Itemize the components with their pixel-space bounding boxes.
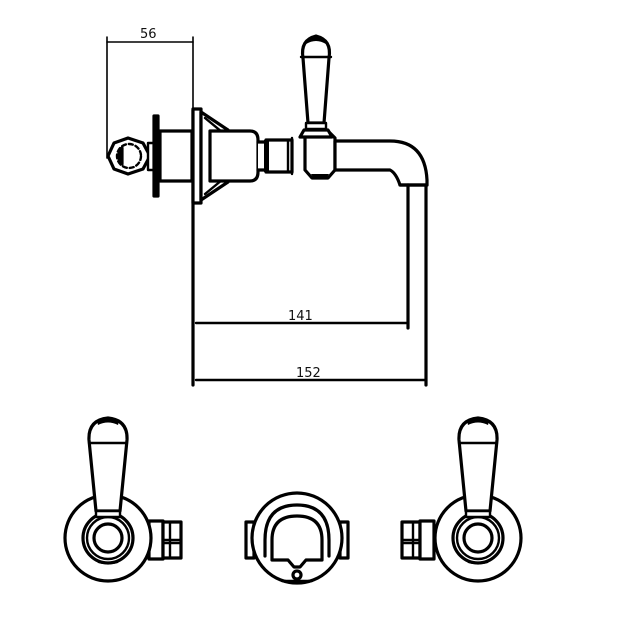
- side-elevation-view: [106, 34, 429, 387]
- front-spout-outlet-view: [244, 491, 350, 585]
- dimension-label-152: 152: [296, 366, 321, 381]
- dimension-141: [194, 183, 410, 330]
- dimension-56: [106, 36, 194, 159]
- front-right-valve-view: [400, 416, 523, 583]
- dimension-label-141: 141: [288, 309, 313, 324]
- front-left-valve-view: [63, 416, 183, 583]
- right-valve-side-fitting: [400, 519, 436, 561]
- lever-handle-top: [298, 34, 334, 139]
- dimension-label-56: 56: [140, 27, 157, 42]
- rear-hex-nut: [106, 136, 152, 176]
- spout-arm: [333, 139, 429, 187]
- dimension-152: [194, 183, 428, 387]
- left-valve-side-fitting: [147, 519, 183, 561]
